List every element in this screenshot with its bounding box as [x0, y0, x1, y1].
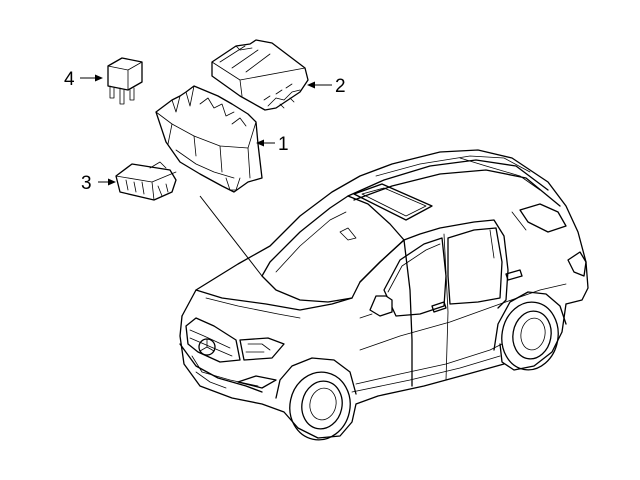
part-4-relay — [107, 57, 143, 105]
vehicle-suv — [179, 149, 589, 441]
location-leader-line — [199, 195, 263, 277]
part-2-fuse-box-cover — [211, 39, 309, 111]
part-1-fuse-box-housing — [155, 85, 263, 193]
callout-label-2: 2 — [335, 76, 346, 97]
callout-pointer-4 — [80, 74, 103, 82]
part-3-relay-block — [115, 161, 177, 201]
callout-pointer-1 — [256, 139, 275, 147]
callout-pointer-3 — [98, 178, 116, 186]
callout-label-4: 4 — [64, 69, 75, 90]
callout-pointer-2 — [307, 81, 332, 89]
callout-label-3: 3 — [81, 173, 92, 194]
callout-label-1: 1 — [278, 134, 289, 155]
emblem-icon — [198, 338, 216, 356]
